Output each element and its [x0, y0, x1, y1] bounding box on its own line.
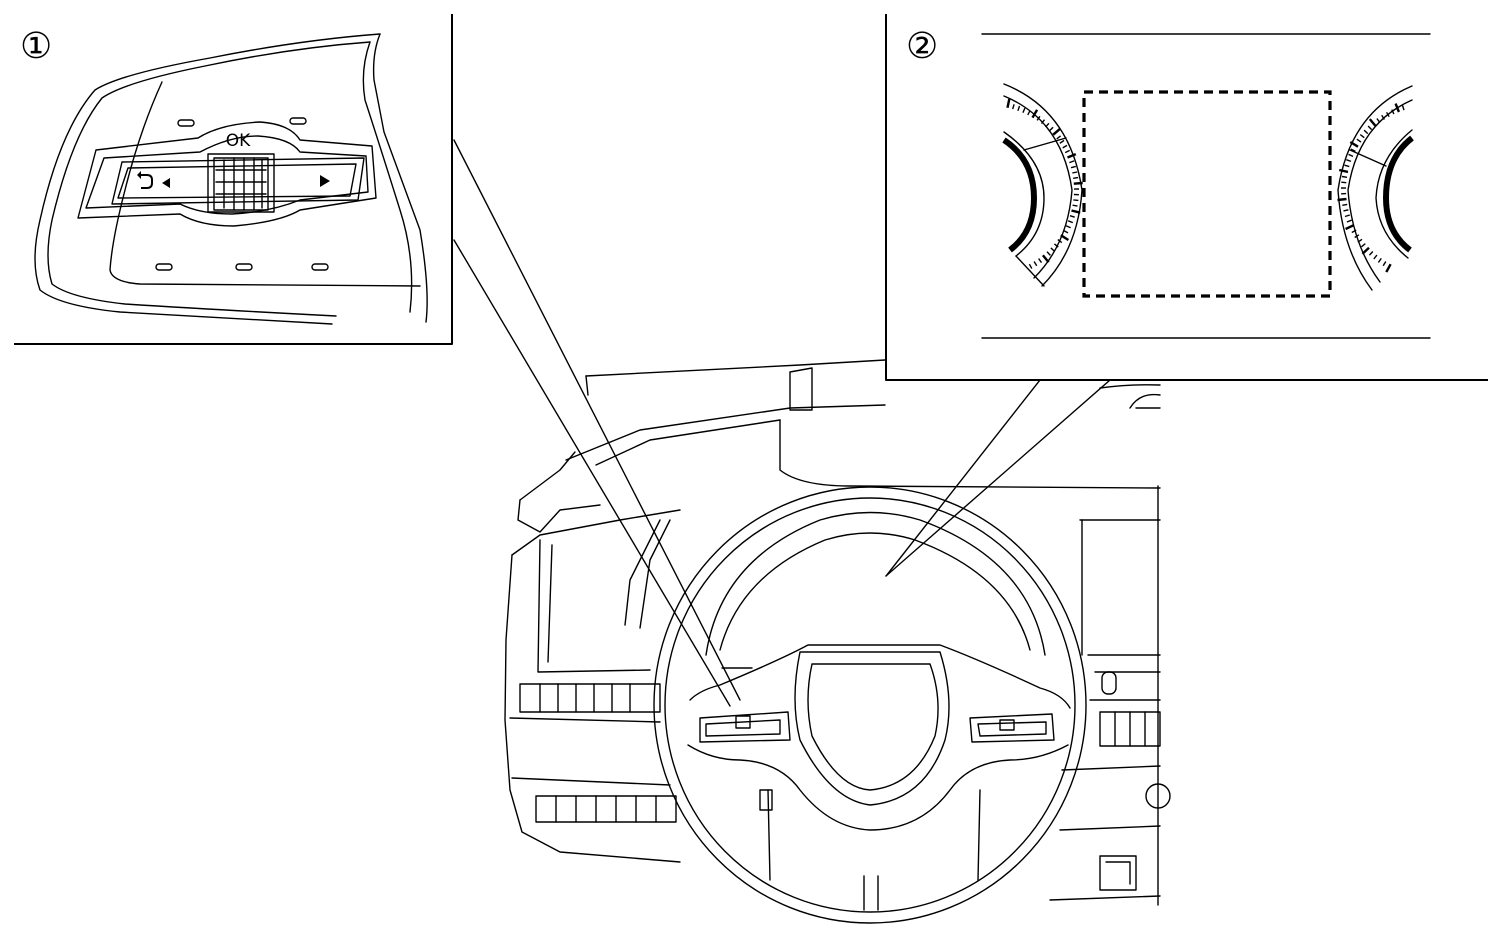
gauge-tick — [1338, 168, 1349, 174]
gauge-tick — [1377, 257, 1382, 263]
gauge-tick — [1363, 129, 1369, 135]
left-gauge — [1002, 83, 1083, 287]
gauge-tick — [1022, 107, 1026, 113]
gauge-tick — [1041, 254, 1050, 263]
gauge-tick — [1053, 243, 1059, 248]
triangle-right-icon[interactable] — [320, 175, 330, 187]
return-arrow-icon[interactable] — [137, 171, 153, 189]
triangle-left-icon[interactable] — [162, 178, 170, 188]
gauge-tick — [1344, 164, 1350, 168]
gauge-tick — [1344, 214, 1351, 218]
left-gauge-ticks — [1006, 98, 1083, 269]
gauge-tick — [1069, 160, 1075, 164]
gauge-tick — [1045, 122, 1050, 128]
gauge-tick — [1070, 165, 1076, 169]
gauge-tick — [1373, 254, 1378, 260]
gauge-tick — [1056, 135, 1062, 140]
meter-display-inset: ② — [885, 14, 1488, 381]
gauge-tick — [1381, 114, 1385, 120]
gauge-tick — [1031, 109, 1039, 119]
gauge-tick — [1069, 215, 1075, 218]
gauge-tick — [1072, 171, 1078, 174]
gauge-tick — [1346, 159, 1352, 163]
gauge-tick — [1357, 238, 1363, 243]
gauge-tick — [1067, 220, 1074, 224]
gauge-tick — [1401, 105, 1405, 111]
gauge-tick — [1376, 118, 1381, 124]
gauge-tick — [1073, 199, 1079, 202]
pointer-line-2a — [885, 379, 1041, 577]
gauge-tick — [1382, 261, 1387, 267]
gauge-tick — [1033, 261, 1038, 267]
gauge-tick — [1367, 125, 1373, 131]
gauge-tick — [1361, 246, 1370, 255]
gauge-tick — [1073, 176, 1079, 179]
gauge-tick — [1027, 110, 1031, 116]
dashed-display-area — [1082, 90, 1332, 298]
gauge-tick — [1351, 229, 1357, 234]
gauge-tick — [1391, 109, 1395, 115]
gauge-tick — [1040, 119, 1046, 125]
gauge-tick — [1073, 181, 1083, 185]
gauge-tick — [1065, 225, 1071, 229]
gauge-tick — [1394, 103, 1401, 113]
gauge-tick — [1064, 149, 1071, 154]
switch-detail-inset: ① OK — [14, 14, 453, 345]
gauge-tick — [1354, 234, 1360, 239]
gauge-tick — [1006, 98, 1011, 109]
right-gauge-ticks — [1337, 103, 1405, 273]
gauge-tick — [1343, 209, 1349, 212]
gauge-tick — [1072, 204, 1078, 207]
pointer-line-2b — [885, 379, 1111, 577]
gauge-tick — [1050, 247, 1055, 252]
gauge-tick — [1346, 219, 1352, 223]
gauge-tick — [1036, 115, 1041, 121]
gauge-tick — [1060, 234, 1070, 242]
gauge-tick — [1368, 251, 1374, 256]
gauge-tick — [1062, 144, 1068, 149]
callout-number-2: ② — [906, 26, 938, 67]
gauge-tick — [1337, 197, 1347, 202]
gauge-tick — [1063, 229, 1069, 234]
scroll-wheel-icon[interactable] — [207, 153, 275, 213]
right-gauge — [1337, 85, 1414, 291]
gauge-tick — [1017, 105, 1021, 112]
gauge-tick — [1049, 126, 1054, 132]
gauge-tick — [1046, 251, 1051, 256]
gauge-tick — [1349, 140, 1359, 148]
dashboard-illustration — [504, 359, 1171, 924]
gauge-tick — [1071, 209, 1081, 214]
gauge-tick — [1361, 243, 1366, 248]
gauge-tick — [1067, 152, 1077, 159]
gauge-tick — [1052, 127, 1061, 136]
gauge-tick — [1345, 224, 1355, 231]
gauge-tick — [1359, 134, 1365, 139]
gauge-tick — [1341, 181, 1347, 184]
gauge-tick — [1028, 263, 1033, 269]
gauge-tick — [1059, 139, 1065, 144]
gauge-tick — [1385, 263, 1392, 273]
steering-wheel — [653, 486, 1087, 924]
gauge-tick — [1012, 104, 1015, 110]
gauge-tick — [1342, 203, 1348, 206]
gauge-tick — [1350, 148, 1356, 153]
gauge-tick — [1356, 138, 1362, 143]
gauge-tick — [1385, 111, 1390, 118]
gauge-tick — [1348, 153, 1354, 158]
callout-number-1: ① — [20, 26, 52, 67]
ok-label: OK — [226, 131, 251, 151]
pointer-line-1a — [453, 139, 741, 701]
left-vent — [509, 683, 677, 823]
gauge-tick — [1341, 175, 1348, 178]
gauge-tick — [1368, 118, 1377, 127]
pointer-line-1b — [453, 239, 731, 707]
gauge-tick — [1038, 258, 1043, 264]
gauge-tick — [1057, 239, 1063, 244]
